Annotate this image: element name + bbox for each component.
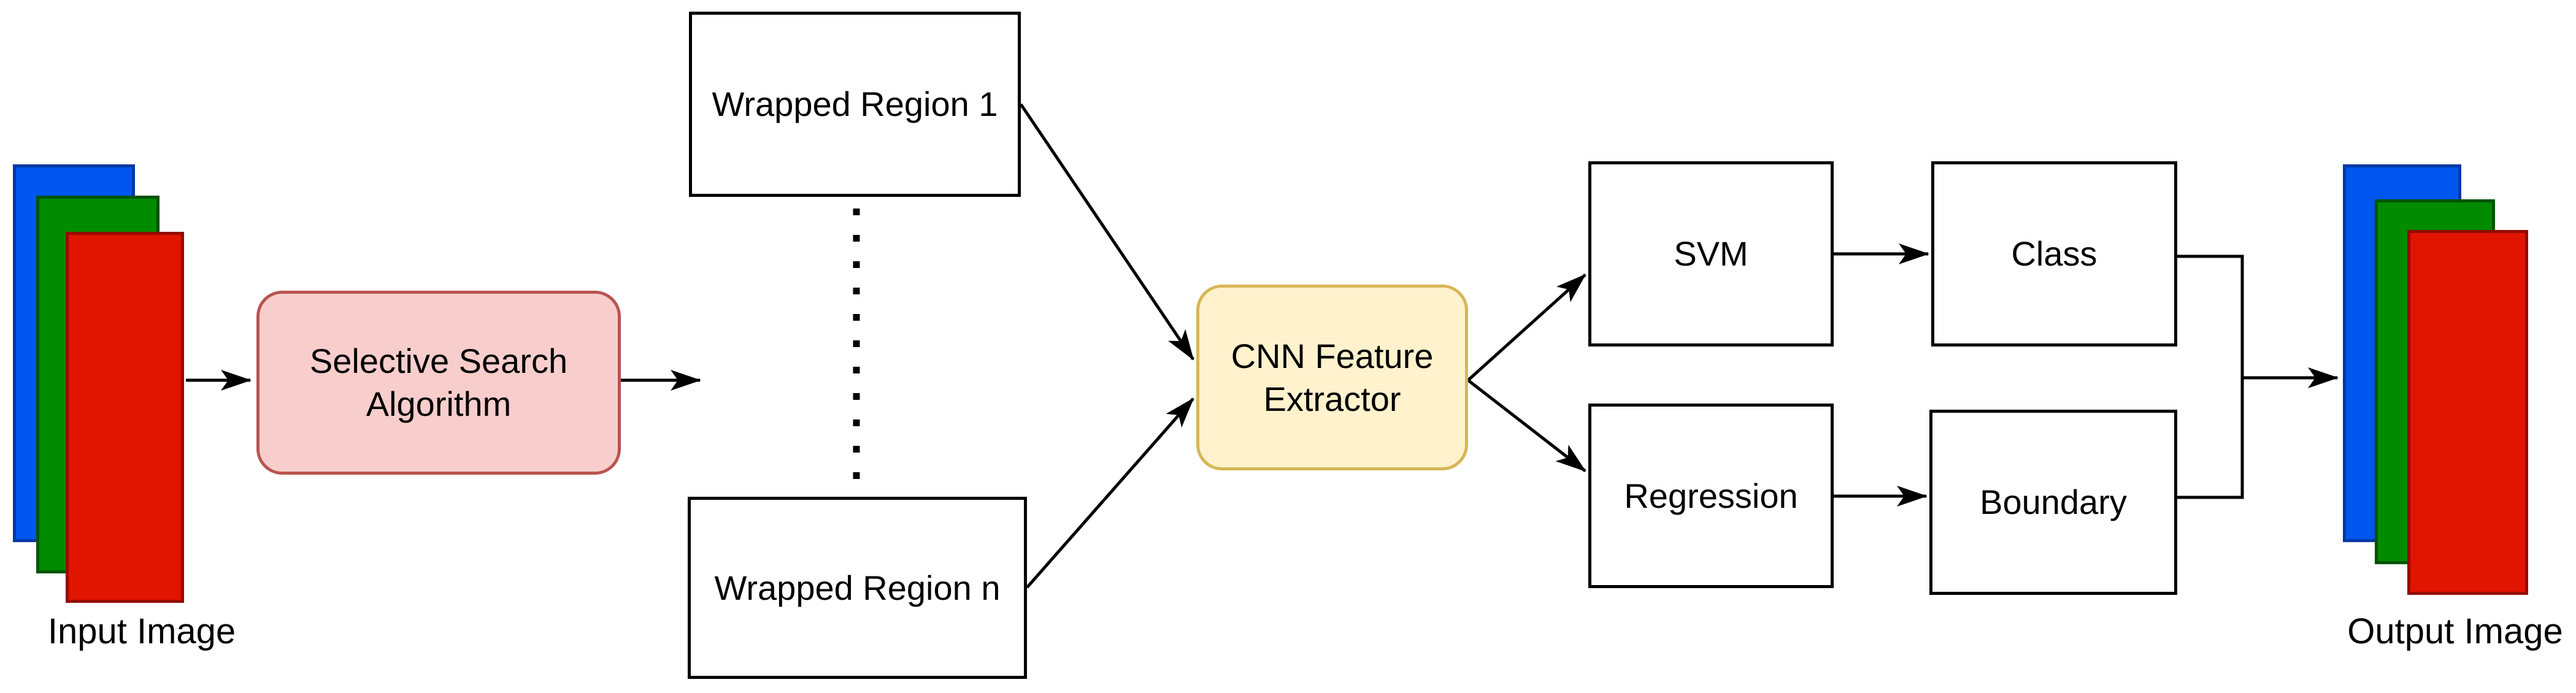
arrow-cnn-to-regression — [1467, 379, 1586, 472]
node-cnn-label-line1: CNN Feature — [1231, 336, 1434, 375]
node-cnn-feature-extractor: CNN Feature Extractor — [1196, 285, 1468, 470]
arrow-region1-to-cnn — [1019, 103, 1195, 361]
node-selective-search-label-line1: Selective Search — [309, 342, 568, 380]
node-regression: Regression — [1588, 404, 1834, 588]
node-svm: SVM — [1588, 161, 1834, 346]
arrow-cnn-to-svm — [1467, 274, 1586, 381]
node-boundary-label: Boundary — [1980, 483, 2127, 521]
node-cnn-label-line2: Extractor — [1263, 379, 1401, 418]
node-selective-search: Selective Search Algorithm — [256, 291, 621, 475]
connector-class-to-merge — [2177, 255, 2244, 378]
node-regression-label: Regression — [1624, 476, 1798, 515]
output-image-layer-red — [2407, 230, 2528, 595]
output-image-label: Output Image — [2347, 611, 2563, 651]
node-class-label: Class — [2011, 234, 2097, 273]
connector-boundary-to-merge — [2177, 378, 2244, 499]
node-wrapped-region-1: Wrapped Region 1 — [689, 12, 1021, 197]
input-image-label: Input Image — [47, 611, 236, 651]
node-boundary: Boundary — [1929, 410, 2177, 595]
node-class: Class — [1931, 161, 2177, 346]
node-wrapped-region-1-label: Wrapped Region 1 — [712, 85, 998, 123]
arrow-regionN-to-cnn — [1026, 397, 1194, 589]
node-selective-search-label-line2: Algorithm — [366, 385, 512, 423]
node-wrapped-region-n-label: Wrapped Region n — [714, 568, 1001, 607]
input-image-layer-red — [66, 232, 184, 603]
node-svm-label: SVM — [1674, 234, 1748, 273]
node-wrapped-region-n: Wrapped Region n — [688, 497, 1027, 679]
